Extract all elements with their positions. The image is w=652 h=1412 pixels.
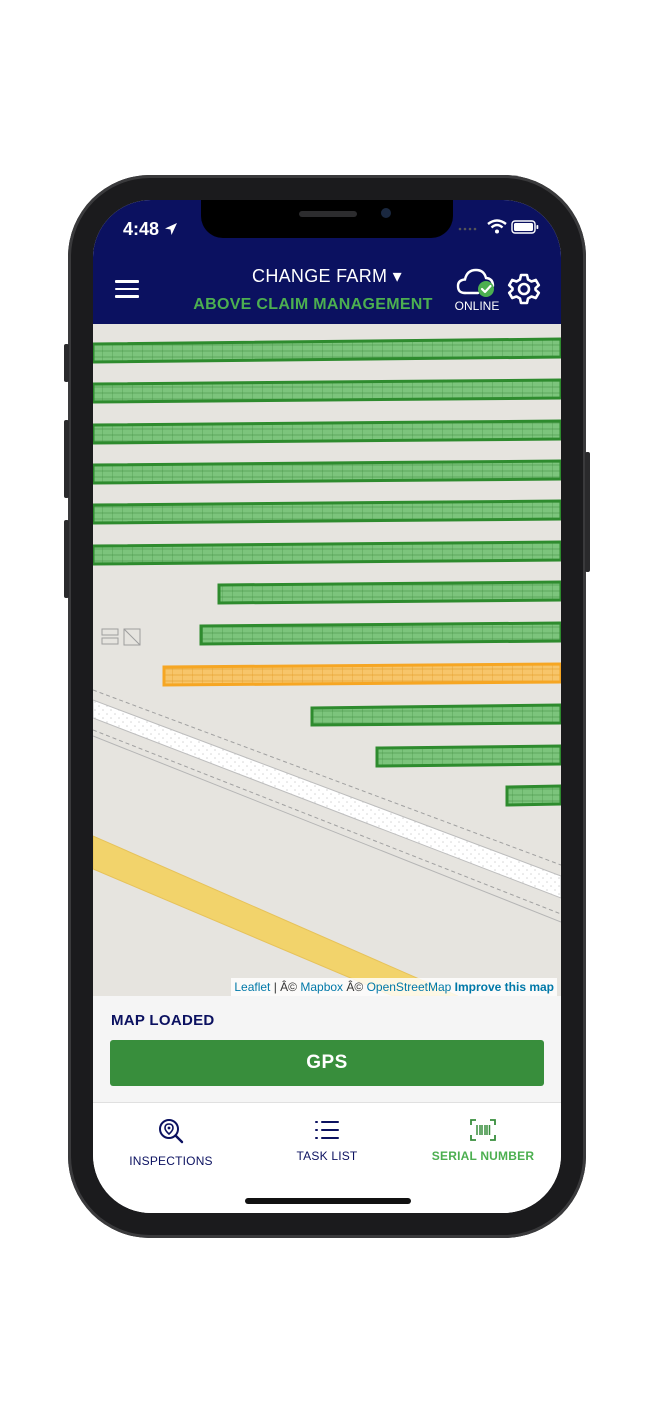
location-search-icon xyxy=(159,1119,184,1144)
tab-label-task-list: TASK LIST xyxy=(296,1149,358,1163)
home-indicator[interactable] xyxy=(245,1198,411,1204)
online-label: ONLINE xyxy=(454,299,500,313)
cloud-check-icon xyxy=(456,268,495,297)
panel-row-selected[interactable] xyxy=(162,662,561,687)
list-icon xyxy=(315,1121,339,1139)
leaflet-link[interactable]: Leaflet xyxy=(234,980,271,994)
phone-notch xyxy=(201,200,453,238)
tab-inspections[interactable]: INSPECTIONS xyxy=(93,1117,249,1168)
panel-row[interactable] xyxy=(375,744,561,768)
battery-icon xyxy=(511,220,539,234)
map-status-panel: MAP LOADED GPS xyxy=(93,996,561,1102)
connection-status: ONLINE xyxy=(451,266,503,316)
screen: 4:48 CHANGE FARM ▾ AB xyxy=(93,200,561,1213)
mapbox-link[interactable]: Mapbox xyxy=(300,980,344,994)
improve-map-link[interactable]: Improve this map xyxy=(454,980,554,994)
gear-icon[interactable] xyxy=(507,272,541,306)
barcode-icon xyxy=(470,1119,496,1141)
wifi-icon xyxy=(487,219,507,234)
app-subtitle: ABOVE CLAIM MANAGEMENT xyxy=(193,296,433,313)
side-button-volume-up xyxy=(64,420,69,498)
map-status-text: MAP LOADED xyxy=(111,1012,215,1029)
panel-row[interactable] xyxy=(217,580,561,605)
panel-row[interactable] xyxy=(93,499,561,525)
side-button-mute xyxy=(64,344,69,382)
change-farm-selector[interactable]: CHANGE FARM ▾ xyxy=(252,266,402,286)
side-button-volume-down xyxy=(64,520,69,598)
panel-row[interactable] xyxy=(93,459,561,485)
location-arrow-icon xyxy=(165,223,178,235)
panel-row[interactable] xyxy=(93,337,561,364)
tab-label-serial-number: SERIAL NUMBER xyxy=(431,1149,535,1163)
openstreetmap-link[interactable]: OpenStreetMap xyxy=(366,980,452,994)
panel-row[interactable] xyxy=(93,419,561,445)
bottom-tab-bar: INSPECTIONS TASK LIST xyxy=(93,1102,561,1213)
tab-task-list[interactable]: TASK LIST xyxy=(249,1117,405,1163)
map-canvas[interactable] xyxy=(93,324,561,996)
gps-button[interactable]: GPS xyxy=(110,1040,544,1086)
road xyxy=(93,835,459,996)
front-camera xyxy=(381,208,391,218)
hamburger-menu-icon[interactable] xyxy=(115,280,139,298)
map-view[interactable]: Leaflet | Â© Mapbox Â© OpenStreetMap Imp… xyxy=(93,324,561,996)
tab-serial-number[interactable]: SERIAL NUMBER xyxy=(405,1117,561,1163)
panel-row[interactable] xyxy=(505,784,561,807)
speaker-grille xyxy=(299,211,357,217)
panel-row[interactable] xyxy=(199,621,561,646)
status-icons xyxy=(457,219,539,238)
tab-label-inspections: INSPECTIONS xyxy=(129,1154,213,1168)
map-attribution: Leaflet | Â© Mapbox Â© OpenStreetMap Imp… xyxy=(231,978,557,996)
railway-strip xyxy=(93,699,561,899)
panel-row[interactable] xyxy=(93,378,561,404)
panel-row[interactable] xyxy=(93,540,561,566)
panel-row[interactable] xyxy=(310,703,561,727)
status-time: 4:48 xyxy=(123,219,178,240)
signal-icon xyxy=(458,227,476,231)
building-marks xyxy=(101,628,141,646)
side-button-power xyxy=(585,452,590,572)
